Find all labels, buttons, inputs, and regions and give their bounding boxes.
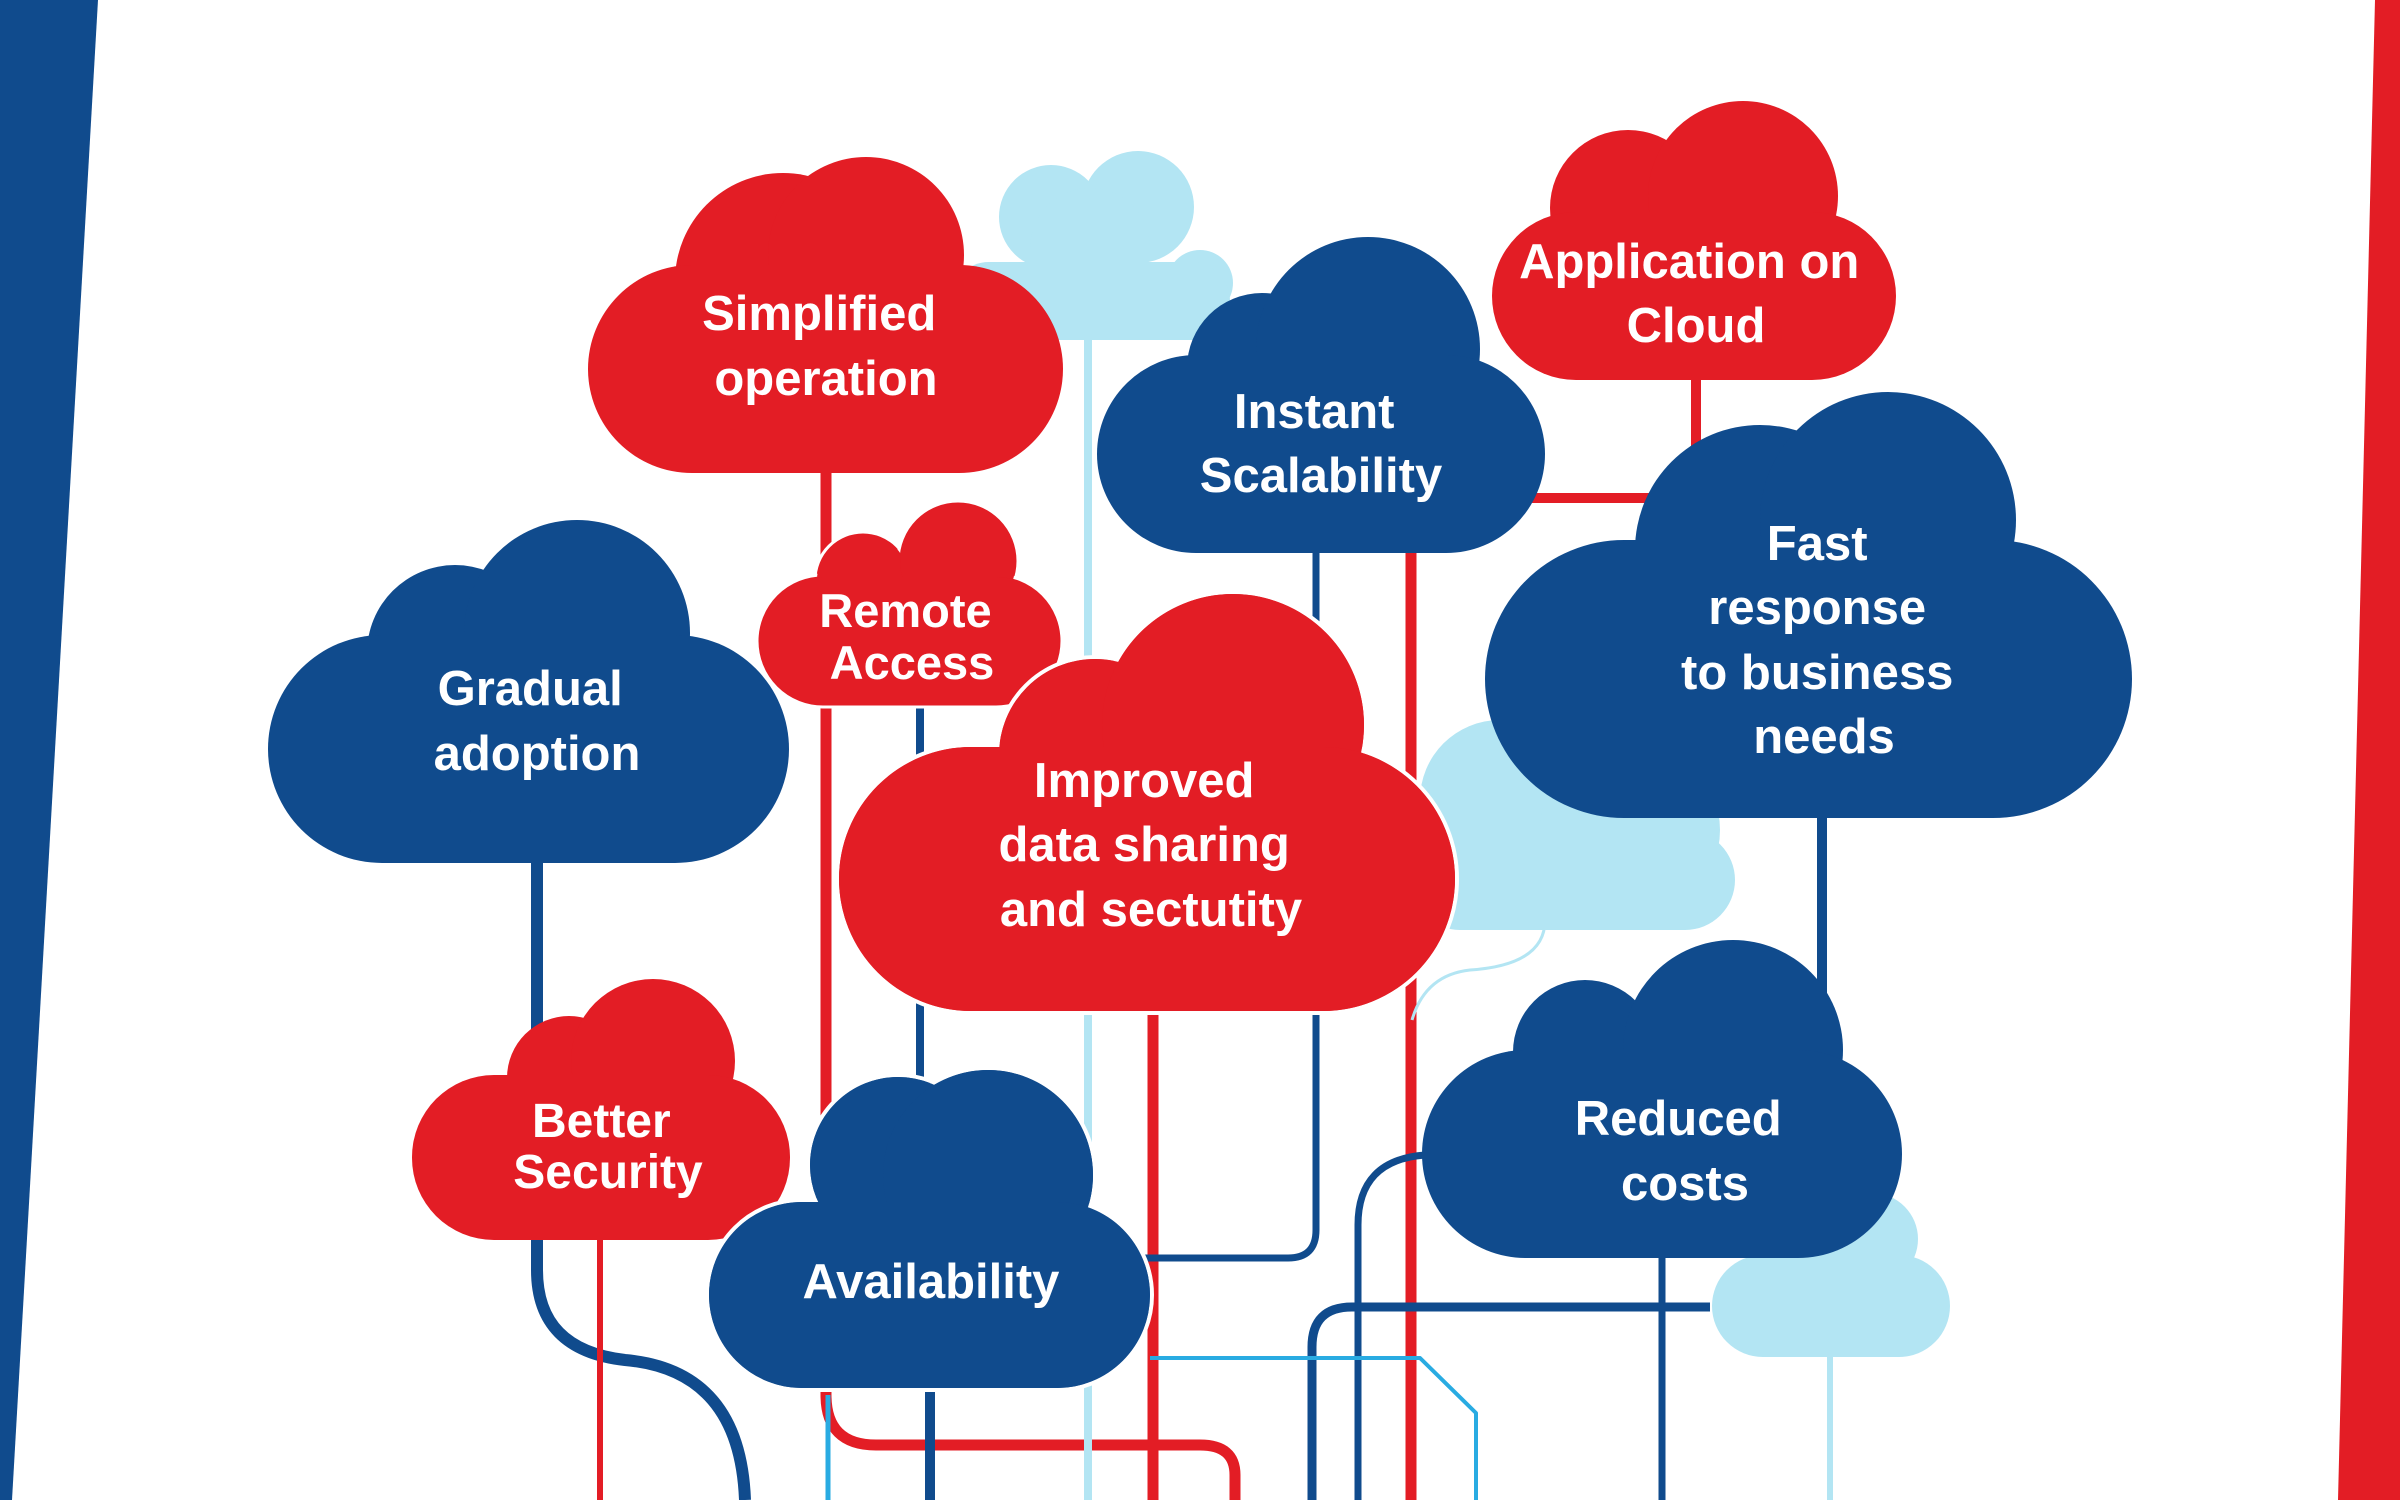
- cloud-label-line: Gradual: [438, 662, 623, 716]
- cloud-label-line: Security: [513, 1146, 703, 1199]
- cloud-label-line: Fast: [1767, 517, 1868, 571]
- cloud-better-security: Better Security: [412, 979, 790, 1240]
- cloud-reduced-costs: Reduced costs: [1422, 940, 1902, 1258]
- svg-text:Improved data sharing: Improved data sharing and sectutity: [999, 754, 1304, 937]
- cloud-label-line: to business: [1681, 646, 1953, 700]
- cloud-availability: Availability: [705, 1066, 1154, 1392]
- cloud-label-line: Reduced: [1575, 1092, 1782, 1146]
- svg-text:Instant Scalability: Instant Scalability: [1200, 385, 1442, 503]
- line-lightblue-mid: [1410, 919, 1547, 1021]
- cloud-label-line: Cloud: [1627, 299, 1766, 353]
- cloud-label-line: costs: [1621, 1157, 1749, 1211]
- right-red-stripe: [2338, 0, 2400, 1500]
- connector-lines: [531, 330, 1833, 1500]
- svg-text:Application on Cloud: Application on Cloud: [1519, 235, 1873, 353]
- svg-text:Fast response to b: Fast response to business needs: [1681, 517, 1967, 764]
- line-reduced-costs-left: [1354, 1151, 1426, 1500]
- cloud-label-line: Scalability: [1200, 449, 1442, 503]
- cloud-label-line: needs: [1753, 710, 1895, 764]
- svg-text:Better Security: Better Security: [513, 1095, 703, 1199]
- cloud-label-line: Better: [532, 1095, 671, 1148]
- cloud-label-line: operation: [714, 352, 937, 406]
- cloud-remote-access: Remote Access: [755, 499, 1064, 709]
- line-instant-scalability-blue: [1110, 545, 1320, 1262]
- svg-text:Simplified operation: Simplified operation: [702, 287, 950, 406]
- left-blue-stripe: [0, 0, 98, 1500]
- cloud-label-line: data sharing: [999, 818, 1290, 872]
- cloud-label-line: response: [1708, 581, 1926, 635]
- cloud-label-line: and sectutity: [1000, 883, 1302, 937]
- svg-text:Remote Access: Remote Access: [819, 584, 1004, 689]
- cloud-label-line: Availability: [803, 1255, 1060, 1309]
- cloud-label-line: adoption: [434, 727, 641, 781]
- cloud-gradual-adoption: Gradual adoption: [268, 520, 789, 863]
- cloud-simplified-operation: Simplified operation: [588, 157, 1063, 473]
- svg-text:Reduced costs: Reduced costs: [1575, 1092, 1796, 1211]
- cloud-label-line: Remote: [819, 584, 991, 637]
- svg-text:Availability: Availability: [803, 1255, 1060, 1309]
- cloud-label-line: Application on: [1519, 235, 1859, 289]
- cloud-fast-response: Fast response to business needs: [1485, 392, 2132, 818]
- svg-text:Gradual adoption: Gradual adoption: [434, 662, 641, 781]
- cloud-instant-scalability: Instant Scalability: [1097, 237, 1545, 553]
- cloud-label-line: Instant: [1234, 385, 1395, 439]
- cloud-improved-data-sharing: Improved data sharing and sectutity: [835, 590, 1459, 1015]
- decor-cloud-top: [950, 151, 1233, 340]
- line-gradual-adoption: [531, 860, 751, 1500]
- cloud-label-line: Access: [830, 636, 995, 689]
- line-cyan-bottom: [1150, 1356, 1478, 1500]
- cloud-application-on-cloud: Application on Cloud: [1492, 101, 1896, 380]
- cloud-label-line: Improved: [1034, 754, 1255, 808]
- line-small-cloud-blue: [1307, 1302, 1710, 1500]
- cloud-label-line: Simplified: [702, 287, 936, 341]
